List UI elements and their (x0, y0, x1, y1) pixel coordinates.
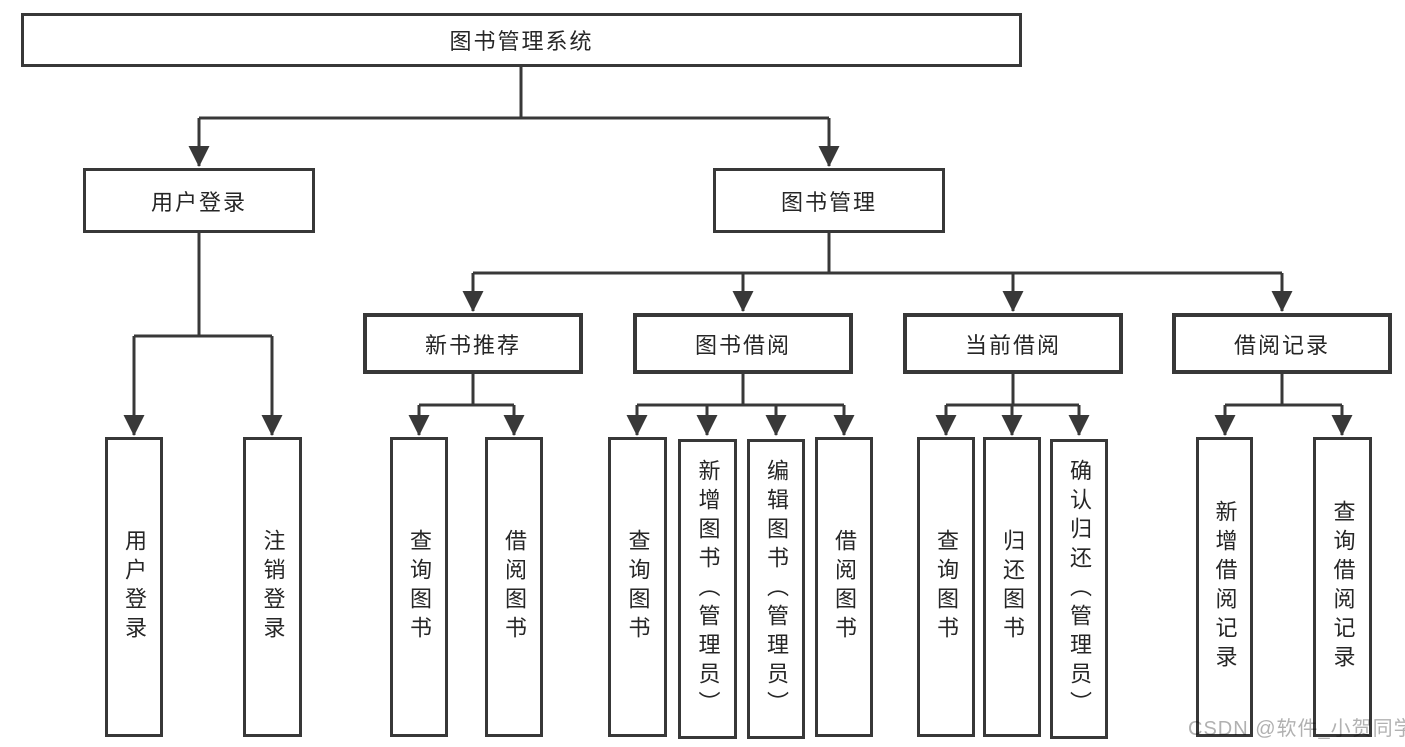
node-user-login-label: 用户登录 (150, 189, 247, 215)
node-book-management-label: 图书管理 (780, 189, 877, 215)
leaf-confirm-return-admin: 确认归还（管理员） (1050, 439, 1108, 739)
csdn-watermark: CSDN @软件_小贺同学 (1188, 718, 1405, 740)
leaf-return-book: 归还图书 (983, 437, 1041, 737)
leaf-borrow-books: 借阅图书 (815, 437, 873, 737)
leaf-add-borrow-record-label: 新增借阅记录 (1212, 500, 1238, 674)
node-book-management: 图书管理 (713, 168, 945, 233)
leaf-return-book-label: 归还图书 (1000, 529, 1025, 645)
leaf-query-books-recommend: 查询图书 (390, 437, 448, 737)
leaf-add-book-admin: 新增图书（管理员） (678, 439, 737, 739)
leaf-query-books-current: 查询图书 (917, 437, 975, 737)
leaf-query-books-current-label: 查询图书 (934, 529, 959, 645)
node-new-book-recommend: 新书推荐 (363, 313, 583, 374)
node-current-borrow: 当前借阅 (903, 313, 1123, 374)
node-book-borrow: 图书借阅 (633, 313, 853, 374)
leaf-add-borrow-record: 新增借阅记录 (1196, 437, 1253, 737)
leaf-edit-book-admin: 编辑图书（管理员） (747, 439, 805, 739)
leaf-add-book-admin-label: 新增图书（管理员） (695, 458, 721, 720)
leaf-borrow-books-recommend: 借阅图书 (485, 437, 543, 737)
leaf-query-borrow-record: 查询借阅记录 (1313, 437, 1372, 737)
node-book-borrow-label: 图书借阅 (694, 332, 791, 358)
leaf-user-login-label: 用户登录 (122, 529, 147, 645)
leaf-confirm-return-admin-label: 确认归还（管理员） (1067, 458, 1092, 720)
node-current-borrow-label: 当前借阅 (964, 332, 1061, 358)
leaf-user-login: 用户登录 (105, 437, 163, 737)
leaf-edit-book-admin-label: 编辑图书（管理员） (764, 458, 789, 720)
leaf-query-books-borrow: 查询图书 (608, 437, 667, 737)
leaf-borrow-books-recommend-label: 借阅图书 (502, 529, 527, 645)
node-new-book-recommend-label: 新书推荐 (424, 332, 521, 358)
node-borrow-records: 借阅记录 (1172, 313, 1392, 374)
node-borrow-records-label: 借阅记录 (1233, 332, 1330, 358)
leaf-query-borrow-record-label: 查询借阅记录 (1330, 500, 1356, 674)
leaf-query-books-recommend-label: 查询图书 (407, 529, 432, 645)
leaf-query-books-borrow-label: 查询图书 (625, 529, 651, 645)
leaf-borrow-books-label: 借阅图书 (832, 529, 857, 645)
leaf-logout: 注销登录 (243, 437, 302, 737)
node-root-label: 图书管理系统 (449, 29, 594, 54)
node-user-login: 用户登录 (83, 168, 315, 233)
node-root-library-system: 图书管理系统 (21, 13, 1022, 67)
leaf-logout-label: 注销登录 (260, 529, 286, 645)
